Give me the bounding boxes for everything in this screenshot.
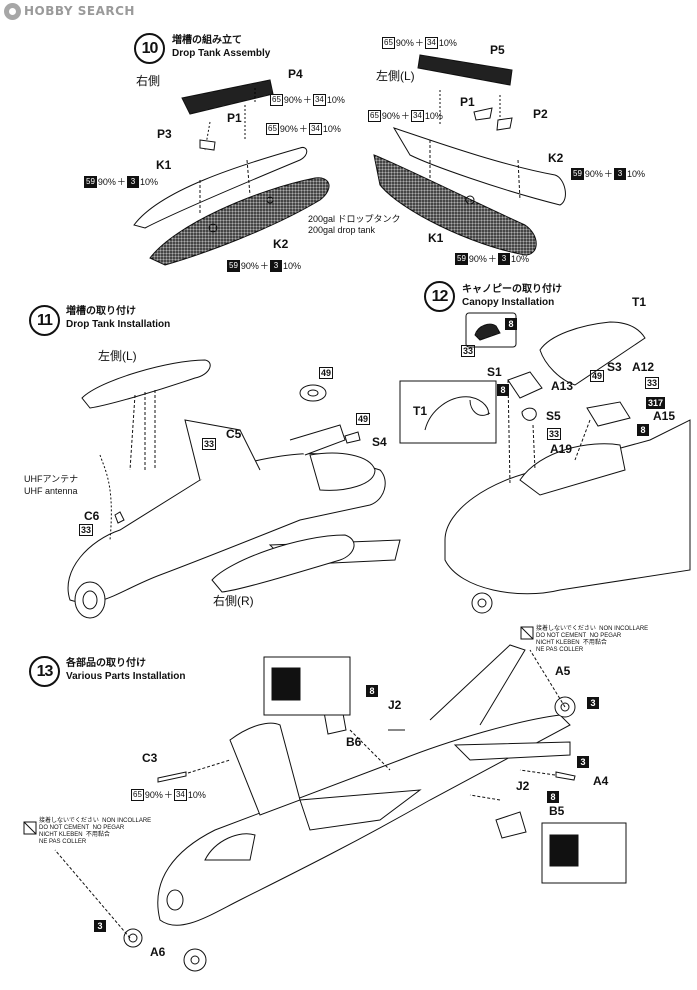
part-S5-label: S5 [546, 409, 561, 423]
step-12-number: 12 [424, 281, 455, 312]
part-A12-label: A12 [632, 360, 655, 374]
part-K1-label: K1 [428, 231, 444, 245]
part-B6-label: B6 [346, 735, 362, 749]
color-code-33: 33 [202, 438, 217, 450]
part-C5-label: C5 [226, 427, 242, 441]
part-A6-label: A6 [150, 945, 166, 959]
step10-left-tank-drawing [373, 54, 566, 256]
step12-canopy-drawing [399, 312, 691, 614]
part-B5-label: B5 [549, 804, 565, 818]
color-code-8: 8 [497, 384, 509, 396]
watermark-logo-icon [4, 2, 21, 20]
step10-right-tank-drawing [133, 79, 330, 266]
no-cement-warning: 接着しないでください NON INCOLLARE DO NOT CEMENT N… [536, 626, 649, 653]
no-cement-symbol-icon [23, 626, 534, 835]
step-11-number: 11 [29, 305, 60, 336]
color-code-33: 33 [547, 428, 562, 440]
color-code-3: 3 [587, 697, 599, 709]
right-side-label: 右側(R) [213, 594, 254, 608]
color-code-8: 8 [366, 685, 378, 697]
part-A4-label: A4 [593, 774, 609, 788]
step-10-title-en: Drop Tank Assembly [172, 48, 271, 59]
color-code-33: 33 [461, 345, 476, 357]
part-J2-label: J2 [516, 779, 530, 793]
watermark: HOBBY SEARCH [0, 0, 135, 22]
part-S3-label: S3 [607, 360, 622, 374]
part-C6-label: C6 [84, 509, 100, 523]
step-12-title-jp: キャノピーの取り付け [462, 284, 562, 295]
part-S4-label: S4 [372, 435, 387, 449]
color-code-8: 8 [505, 318, 517, 330]
part-P2-label: P2 [533, 107, 548, 121]
part-A13-label: A13 [551, 379, 574, 393]
color-code-8: 8 [547, 791, 559, 803]
part-P4-label: P4 [288, 67, 303, 81]
part-K2-label: K2 [273, 237, 289, 251]
part-K1-label: K1 [156, 158, 172, 172]
part-A19-label: A19 [550, 442, 573, 456]
step-12-title-en: Canopy Installation [462, 297, 555, 308]
step-11-title-jp: 増槽の取り付け [66, 306, 136, 317]
part-C3-label: C3 [142, 751, 158, 765]
step-13-title-jp: 各部品の取り付け [66, 658, 146, 669]
drop-tank-label-jp: 200gal ドロップタンク [308, 214, 401, 224]
left-side-label: 左側(L) [98, 349, 137, 363]
part-S1-label: S1 [487, 365, 502, 379]
part-T1-label: T1 [632, 295, 647, 309]
part-A5-label: A5 [555, 664, 571, 678]
step-10-number: 10 [134, 33, 165, 64]
color-code-317: 317 [646, 397, 666, 409]
color-code-33: 33 [645, 377, 660, 389]
color-code-49: 49 [356, 413, 371, 425]
part-P1-label: P1 [227, 111, 242, 125]
color-code-49: 49 [590, 370, 605, 382]
color-code-49: 49 [319, 367, 334, 379]
step-13-title-en: Various Parts Installation [66, 671, 186, 682]
left-side-label: 左側(L) [376, 69, 415, 83]
color-code-3: 3 [94, 920, 106, 932]
step-13-number: 13 [29, 656, 60, 687]
color-code-3: 3 [577, 756, 589, 768]
part-P1-label: P1 [460, 95, 475, 109]
step-11-title-en: Drop Tank Installation [66, 319, 171, 330]
part-P3-label: P3 [157, 127, 172, 141]
right-side-label: 右側 [136, 74, 161, 88]
uhf-antenna-label-en: UHF antenna [24, 486, 78, 496]
color-code-8: 8 [637, 424, 649, 436]
part-J2-label: J2 [388, 698, 402, 712]
watermark-text: HOBBY SEARCH [24, 4, 135, 18]
uhf-antenna-label-jp: UHFアンテナ [24, 474, 79, 484]
step-10-title-jp: 増槽の組み立て [172, 35, 242, 46]
part-K2-label: K2 [548, 151, 564, 165]
color-code-33: 33 [79, 524, 94, 536]
step13-aircraft-drawing [54, 644, 627, 972]
part-T1-label: T1 [413, 404, 428, 418]
part-A15-label: A15 [653, 409, 676, 423]
drop-tank-label-en: 200gal drop tank [308, 225, 376, 235]
no-cement-warning: 接着しないでください NON INCOLLARE DO NOT CEMENT N… [39, 818, 152, 845]
step11-aircraft-drawing [67, 359, 401, 619]
part-P5-label: P5 [490, 43, 505, 57]
